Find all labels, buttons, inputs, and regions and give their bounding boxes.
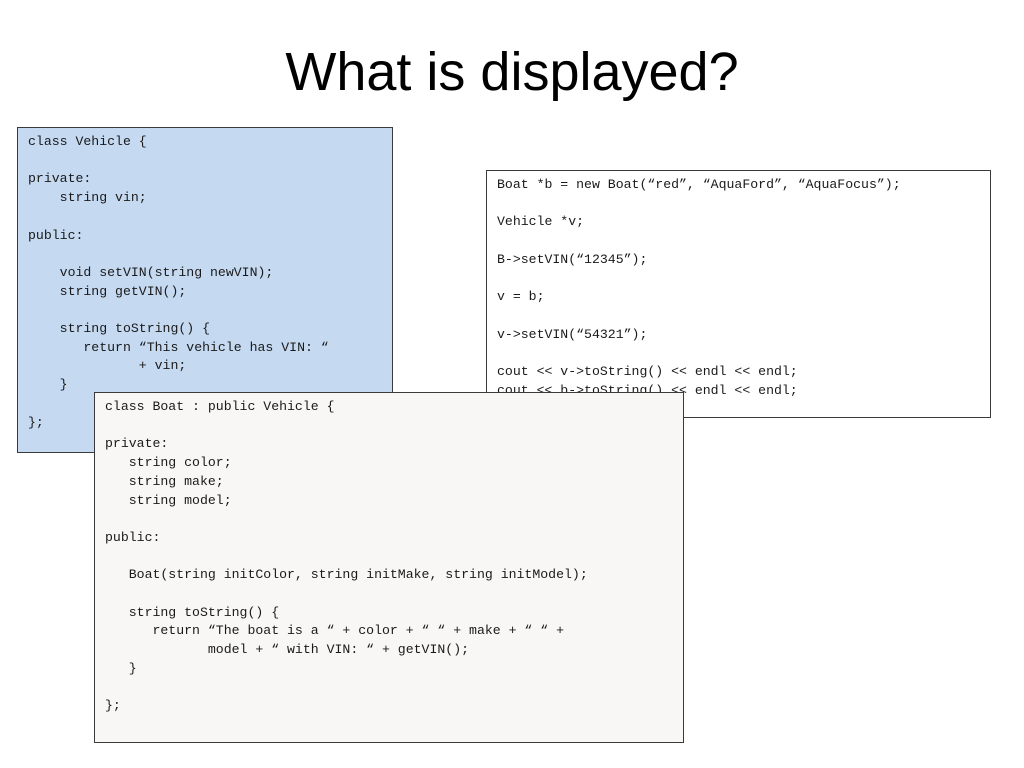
code-line: class Boat : public Vehicle { — [105, 399, 335, 414]
code-line: private: — [105, 436, 169, 452]
main-code-box: Boat *b = new Boat(“red”, “AquaFord”, “A… — [486, 170, 991, 418]
code-line: } — [105, 660, 137, 676]
code-line: Boat *b = new Boat(“red”, “AquaFord”, “A… — [497, 177, 901, 192]
code-line: string getVIN(); — [28, 283, 187, 299]
boat-class-code-box: class Boat : public Vehicle { private: s… — [94, 392, 684, 743]
code-line: }; — [28, 414, 44, 430]
code-line: v = b; — [497, 289, 545, 305]
code-line: }; — [105, 698, 121, 714]
code-line: string model; — [105, 492, 232, 508]
code-line: Boat(string initColor, string initMake, … — [105, 567, 588, 583]
code-line: class Vehicle { — [28, 134, 147, 149]
code-line: B->setVIN(“12345”); — [497, 251, 648, 267]
code-line: + vin; — [28, 358, 187, 374]
code-line: return “The boat is a “ + color + “ “ + … — [105, 623, 564, 639]
code-line: cout << v->toString() << endl << endl; — [497, 364, 798, 380]
slide-title: What is displayed? — [285, 42, 739, 102]
code-line: void setVIN(string newVIN); — [28, 264, 274, 280]
code-line: string make; — [105, 473, 224, 489]
code-line: private: — [28, 171, 92, 187]
code-line: return “This vehicle has VIN: “ — [28, 339, 329, 355]
code-line: string vin; — [28, 190, 147, 206]
code-line: string toString() { — [28, 321, 211, 337]
code-line: v->setVIN(“54321”); — [497, 326, 648, 342]
code-line: Vehicle *v; — [497, 214, 585, 230]
code-line: } — [28, 377, 68, 393]
code-line: model + “ with VIN: “ + getVIN(); — [105, 642, 470, 658]
code-line: string color; — [105, 455, 232, 471]
code-line: public: — [105, 529, 161, 545]
code-line: string toString() { — [105, 604, 280, 620]
code-line: public: — [28, 227, 84, 243]
